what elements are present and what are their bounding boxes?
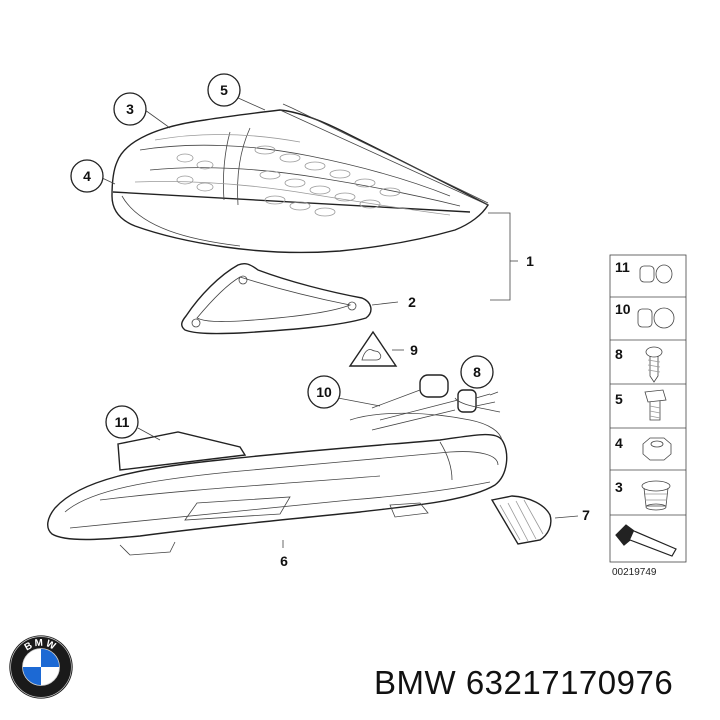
legend-item-5: 5: [615, 389, 667, 421]
legend-item-11: 11: [615, 259, 673, 284]
nut-icon: [642, 437, 672, 461]
arrow-icon: [615, 524, 677, 557]
tail-light-lower: [47, 412, 508, 556]
svg-text:5: 5: [220, 82, 228, 98]
bulb-large-icon: [637, 307, 675, 329]
grommet-icon: [641, 480, 671, 511]
screw-icon: [645, 346, 663, 383]
svg-text:6: 6: [280, 553, 288, 569]
svg-text:3: 3: [615, 479, 623, 495]
tail-light-upper: [111, 103, 489, 254]
legend-item-3: 3: [615, 479, 671, 511]
drawing-code: 00219749: [612, 567, 657, 578]
svg-text:8: 8: [473, 364, 481, 380]
svg-text:8: 8: [615, 346, 623, 362]
callout-3: 3: [113, 92, 147, 126]
callout-7: 7: [582, 507, 590, 523]
svg-text:10: 10: [615, 301, 631, 317]
callout-5: 5: [207, 73, 241, 107]
bolt-icon: [644, 389, 667, 421]
svg-text:7: 7: [582, 507, 590, 523]
callout-1: 1: [526, 253, 534, 269]
svg-text:5: 5: [615, 391, 623, 407]
callout-4: 4: [70, 159, 104, 193]
svg-text:11: 11: [115, 414, 130, 430]
legend-item-8: 8: [615, 346, 663, 383]
svg-text:10: 10: [316, 384, 332, 400]
callout-9: 9: [410, 342, 418, 358]
callout-6: 6: [280, 553, 288, 569]
logo-letters: BMW: [23, 638, 57, 654]
svg-text:9: 9: [410, 342, 418, 358]
part-caption: BMW 63217170976: [374, 664, 674, 701]
hardware-legend: 11 10 8 5: [609, 254, 687, 563]
svg-text:4: 4: [83, 168, 91, 184]
svg-text:2: 2: [408, 294, 416, 310]
reflector-piece: [490, 495, 552, 545]
bulb-sockets: [371, 374, 496, 431]
svg-text:4: 4: [615, 435, 623, 451]
legend-item-4: 4: [615, 435, 672, 461]
svg-text:3: 3: [126, 101, 134, 117]
bmw-roundel-icon: BMW: [8, 634, 74, 700]
callout-2: 2: [408, 294, 416, 310]
legend-item-10: 10: [615, 301, 675, 329]
warning-label: [348, 330, 398, 367]
svg-text:BMW: BMW: [23, 638, 59, 654]
leader-lines: [99, 96, 579, 548]
callout-11: 11: [105, 405, 139, 439]
svg-text:11: 11: [615, 259, 630, 275]
bulb-small-icon: [639, 264, 673, 284]
callout-10: 10: [307, 375, 341, 409]
svg-text:1: 1: [526, 253, 534, 269]
callout-8: 8: [460, 355, 494, 389]
gasket: [181, 262, 372, 335]
